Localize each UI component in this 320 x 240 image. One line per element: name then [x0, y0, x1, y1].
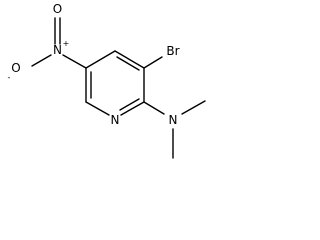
- nitro-oxygen-single-label: O: [11, 61, 20, 75]
- ring-bond-c2-n1-inner: [119, 98, 140, 111]
- nitro-nitrogen-label: N: [53, 43, 62, 57]
- nitro-oxygen-double-label: O: [53, 2, 62, 16]
- nitro-nitrogen-charge: +: [63, 39, 70, 48]
- chemical-structure: O N + O - Br N N: [8, 2, 206, 159]
- ring-bond-c2-n1: [120, 101, 145, 116]
- bromine-label: Br: [166, 44, 179, 58]
- ring-bond-c5-c4: [85, 50, 116, 69]
- amine-nitrogen-label: N: [169, 113, 178, 127]
- bond-c2-amine-n: [143, 101, 165, 115]
- nitro-oxygen-charge: -: [8, 73, 11, 82]
- ring-bond-n1-c6: [85, 101, 110, 116]
- ring-nitrogen-label: N: [111, 113, 120, 127]
- ring-bond-c4-c3: [114, 50, 145, 69]
- ring-bond-c4-c3-inner: [116, 56, 140, 71]
- bond-nitro-n-o-single: [31, 54, 52, 67]
- bond-c5-nitro-n: [62, 54, 87, 69]
- bond-amine-n-methyl-right: [181, 100, 206, 115]
- bond-c3-br: [143, 56, 163, 69]
